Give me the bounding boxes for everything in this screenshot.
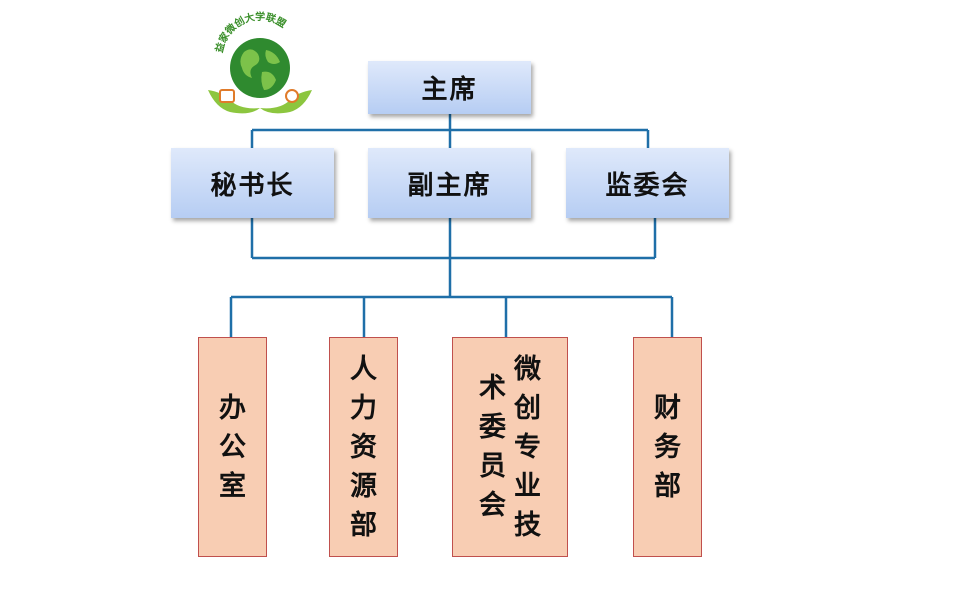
- tech-char: 委: [479, 412, 506, 443]
- hr-char: 源: [350, 470, 377, 502]
- secretary-general-label: 秘书长: [210, 170, 295, 201]
- secretary-general-box: 秘书长: [171, 148, 334, 218]
- chairman-box: 主席: [368, 61, 531, 114]
- finance-department-box: 财 务 部: [633, 337, 702, 557]
- hr-department-box: 人 力 资 源 部: [329, 337, 398, 557]
- finance-char: 部: [654, 470, 681, 502]
- hr-char: 力: [350, 392, 377, 424]
- office-char: 办: [219, 392, 246, 424]
- technical-committee-box: 术 委 员 会 微 创 专 业 技: [452, 337, 568, 557]
- tech-char: 会: [479, 490, 506, 521]
- tech-char: 技: [514, 509, 541, 541]
- tech-char: 术: [479, 373, 506, 404]
- office-char: 公: [219, 431, 246, 463]
- supervisory-committee-box: 监委会: [566, 148, 729, 218]
- hr-char: 资: [350, 431, 377, 463]
- tech-char: 创: [514, 392, 541, 424]
- hr-char: 部: [350, 509, 377, 541]
- hr-char: 人: [350, 353, 377, 385]
- earth-hands-logo-icon: 益家微创大学联盟: [208, 10, 312, 114]
- tech-char: 专: [514, 431, 541, 463]
- tech-char: 业: [514, 470, 541, 502]
- tech-char: 微: [514, 353, 541, 385]
- vice-chairman-label: 副主席: [407, 170, 492, 201]
- supervisory-committee-label: 监委会: [605, 170, 690, 201]
- finance-char: 务: [654, 431, 681, 463]
- office-box: 办 公 室: [198, 337, 267, 557]
- office-char: 室: [219, 470, 246, 502]
- tech-char: 员: [479, 451, 506, 482]
- finance-char: 财: [654, 392, 681, 424]
- chairman-label: 主席: [421, 75, 478, 105]
- logo: 益家微创大学联盟: [200, 10, 320, 124]
- vice-chairman-box: 副主席: [368, 148, 531, 218]
